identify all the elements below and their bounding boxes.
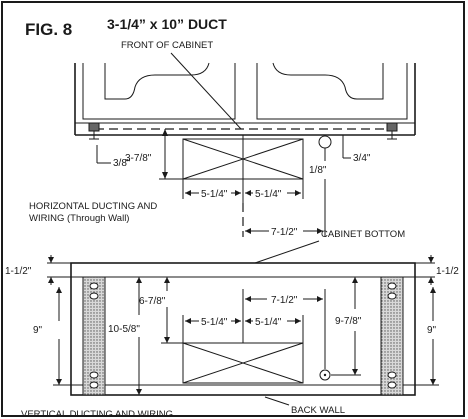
- cabinet-bottom-label: CABINET BOTTOM: [321, 229, 405, 240]
- wiring-hole-top: [318, 135, 332, 149]
- dim-6-7-8: 6-7/8": [139, 296, 166, 307]
- horizontal-dimensions: 3/8" 3-7/8" 1/8" 3/4" 5-1/4" 5-1/4" 7-1/…: [96, 129, 371, 238]
- dim-3-4: 3/4": [353, 153, 371, 164]
- dim-10-5-8: 10-5/8": [108, 324, 140, 335]
- dim-3-7-8: 3-7/8": [125, 153, 152, 164]
- back-wall-label: BACK WALL: [291, 405, 345, 416]
- dim-7-1-2-bottom: 7-1/2": [271, 295, 298, 306]
- wiring-hole-bottom: [319, 369, 331, 381]
- cabinet-bottom-outline: [70, 262, 416, 396]
- dim-5-1-4-right: 5-1/4": [255, 189, 282, 200]
- dim-5-1-4-bottom-right: 5-1/4": [255, 317, 282, 328]
- horizontal-caption-2: WIRING (Through Wall): [29, 213, 129, 224]
- front-leader-line: [170, 52, 242, 130]
- dim-5-1-4-bottom-left: 5-1/4": [201, 317, 228, 328]
- dim-1-1-2-right: 1-1/2: [436, 266, 459, 277]
- horizontal-caption-1: HORIZONTAL DUCTING AND: [29, 201, 157, 212]
- left-rail: [82, 276, 106, 396]
- back-wall-leader: [264, 396, 290, 406]
- horizontal-top-view: [74, 62, 416, 203]
- dim-9-left: 9": [33, 325, 43, 336]
- right-rail: [380, 276, 404, 396]
- figure-title: 3-1/4” x 10” DUCT: [107, 16, 227, 32]
- dim-5-1-4-left: 5-1/4": [201, 189, 228, 200]
- dim-1-8: 1/8": [309, 165, 327, 176]
- dim-1-1-2-left: 1-1/2": [5, 266, 32, 277]
- front-of-cabinet-label: FRONT OF CABINET: [121, 40, 213, 51]
- dim-9-right: 9": [427, 325, 437, 336]
- vertical-bottom-view: [70, 262, 416, 396]
- duct-diagram: FIG. 8 3-1/4” x 10” DUCT FRONT OF CABINE…: [5, 16, 459, 417]
- dim-3-8: 3/8": [113, 158, 131, 169]
- vertical-caption: VERTICAL DUCTING AND WIRING: [21, 409, 173, 417]
- vertical-dimensions: 1-1/2" 9" 6-7/8" 10-5/8" 7-1/2" 5-1: [5, 255, 459, 395]
- dim-7-1-2-top: 7-1/2": [271, 227, 298, 238]
- cabinet-bottom-leader: [254, 240, 320, 264]
- dim-9-7-8: 9-7/8": [335, 316, 362, 327]
- fig-label: FIG. 8: [25, 20, 72, 39]
